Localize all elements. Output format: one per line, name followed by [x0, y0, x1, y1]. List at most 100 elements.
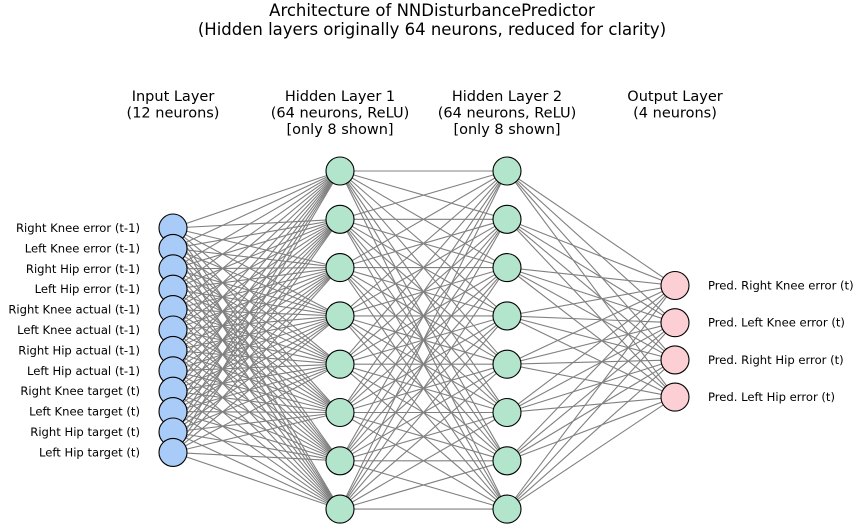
edge-hidden2-0-output-3 — [506, 170, 676, 398]
edge-hidden2-6-output-2 — [506, 359, 676, 462]
input-label-8: Right Knee target (t) — [20, 384, 140, 398]
edge-hidden2-2-output-1 — [506, 267, 676, 324]
edge-hidden1-1-hidden2-0 — [339, 170, 508, 220]
output-label-0: Pred. Right Knee error (t) — [708, 279, 854, 293]
edge-input-2-hidden1-4 — [172, 268, 341, 365]
input-label-9: Left Knee target (t) — [29, 405, 140, 419]
edge-input-8-hidden1-6 — [172, 390, 341, 462]
edge-input-10-hidden1-1 — [172, 218, 341, 433]
edge-hidden2-3-output-3 — [506, 315, 676, 398]
hidden1-neuron-5 — [325, 397, 355, 428]
edge-hidden2-4-output-2 — [506, 359, 676, 365]
edge-input-10-hidden1-5 — [172, 411, 341, 433]
edge-hidden1-2-hidden2-0 — [339, 170, 508, 269]
output-label-3: Pred. Left Hip error (t) — [708, 390, 835, 404]
edge-input-10-hidden1-0 — [172, 170, 341, 433]
edge-input-2-hidden1-3 — [172, 268, 341, 317]
edge-input-4-hidden1-6 — [172, 309, 341, 462]
edge-input-8-hidden1-5 — [172, 390, 341, 414]
output-title-line-0: Output Layer — [627, 89, 722, 105]
edge-input-4-hidden1-2 — [172, 267, 341, 311]
output-neuron-1 — [660, 308, 690, 338]
hidden1-neuron-0 — [325, 156, 355, 186]
edge-hidden2-1-output-1 — [506, 218, 676, 324]
hidden2-neuron-5 — [492, 397, 522, 428]
edge-input-6-hidden1-1 — [172, 218, 341, 351]
hidden2-title-line-0: Hidden Layer 2 — [452, 89, 562, 105]
edge-input-2-hidden1-0 — [172, 170, 341, 270]
edge-input-0-hidden1-7 — [172, 227, 341, 510]
hidden2-neuron-1 — [492, 204, 522, 234]
edge-hidden2-4-output-3 — [506, 363, 676, 398]
input-label-1: Left Knee error (t-1) — [25, 241, 140, 255]
edge-hidden2-0-output-0 — [506, 170, 676, 286]
edge-hidden2-5-output-3 — [506, 396, 676, 414]
hidden1-neuron-4 — [325, 349, 355, 379]
diagram-title-line-2: (Hidden layers originally 64 neurons, re… — [198, 20, 666, 39]
output-label-1: Pred. Left Knee error (t) — [708, 316, 845, 330]
hidden1-title-line-2: [only 8 shown] — [286, 122, 393, 138]
input-label-2: Right Hip error (t-1) — [26, 262, 140, 276]
input-label-3: Left Hip error (t-1) — [35, 282, 140, 296]
edge-input-6-hidden1-5 — [172, 349, 341, 414]
output-neuron-3 — [660, 382, 690, 412]
edge-input-11-hidden1-7 — [172, 451, 341, 510]
edge-input-5-hidden1-3 — [172, 315, 341, 331]
input-label-11: Left Hip target (t) — [39, 445, 140, 459]
edge-hidden2-3-output-1 — [506, 315, 676, 324]
edge-hidden1-7-hidden2-4 — [339, 363, 508, 510]
edge-hidden1-7-hidden2-6 — [339, 460, 508, 510]
input-title-line-1: (12 neurons) — [127, 106, 220, 122]
edge-input-7-hidden1-0 — [172, 170, 341, 372]
edge-hidden1-7-hidden2-0 — [339, 170, 508, 510]
edge-input-3-hidden1-3 — [172, 288, 341, 317]
edge-hidden2-5-output-2 — [506, 359, 676, 414]
input-title-line-0: Input Layer — [132, 89, 215, 105]
edge-input-4-hidden1-7 — [172, 309, 341, 510]
edge-input-6-hidden1-4 — [172, 349, 341, 365]
edge-hidden2-7-output-2 — [506, 359, 676, 510]
edge-input-11-hidden1-6 — [172, 451, 341, 462]
edge-input-4-hidden1-5 — [172, 309, 341, 413]
edge-hidden2-6-output-3 — [506, 396, 676, 462]
input-label-5: Left Knee actual (t-1) — [17, 323, 140, 337]
edge-input-5-hidden1-7 — [172, 329, 341, 510]
hidden1-neuron-3 — [325, 301, 355, 331]
edge-hidden2-7-output-3 — [506, 396, 676, 510]
edge-input-10-hidden1-7 — [172, 431, 341, 510]
edge-input-1-hidden1-5 — [172, 248, 341, 413]
edge-hidden2-3-output-0 — [506, 284, 676, 317]
edge-input-3-hidden1-6 — [172, 288, 341, 462]
hidden1-neuron-6 — [325, 446, 355, 476]
edge-input-11-hidden1-5 — [172, 411, 341, 453]
edge-input-7-hidden1-1 — [172, 218, 341, 372]
edge-hidden2-7-output-1 — [506, 322, 676, 510]
output-label-2: Pred. Right Hip error (t) — [708, 353, 844, 367]
input-label-4: Right Knee actual (t-1) — [8, 303, 140, 317]
edge-input-8-hidden1-7 — [172, 390, 341, 510]
edge-hidden1-5-hidden2-0 — [339, 170, 508, 413]
edge-input-0-hidden1-4 — [172, 227, 341, 365]
edge-input-7-hidden1-4 — [172, 363, 341, 372]
edge-hidden2-6-output-0 — [506, 285, 676, 462]
edge-input-11-hidden1-0 — [172, 170, 341, 453]
edge-input-7-hidden1-3 — [172, 315, 341, 372]
input-label-10: Right Hip target (t) — [30, 425, 140, 439]
edge-input-6-hidden1-2 — [172, 267, 341, 351]
edge-input-5-hidden1-2 — [172, 267, 341, 331]
edge-hidden1-7-hidden2-2 — [339, 267, 508, 510]
edge-hidden2-4-output-1 — [506, 322, 676, 365]
edge-hidden2-1-output-2 — [506, 218, 676, 361]
edge-input-7-hidden1-6 — [172, 370, 341, 462]
edge-hidden2-2-output-3 — [506, 267, 676, 398]
edge-input-11-hidden1-2 — [172, 267, 341, 453]
edge-input-5-hidden1-0 — [172, 170, 341, 331]
edge-input-5-hidden1-4 — [172, 329, 341, 365]
edge-input-1-hidden1-1 — [172, 218, 341, 249]
edge-input-3-hidden1-2 — [172, 267, 341, 290]
edge-input-1-hidden1-4 — [172, 247, 341, 365]
hidden2-title-line-1: (64 neurons, ReLU) — [438, 106, 576, 122]
input-neuron-11 — [158, 437, 188, 467]
input-label-7: Left Hip actual (t-1) — [27, 364, 140, 378]
edge-input-7-hidden1-5 — [172, 370, 341, 414]
